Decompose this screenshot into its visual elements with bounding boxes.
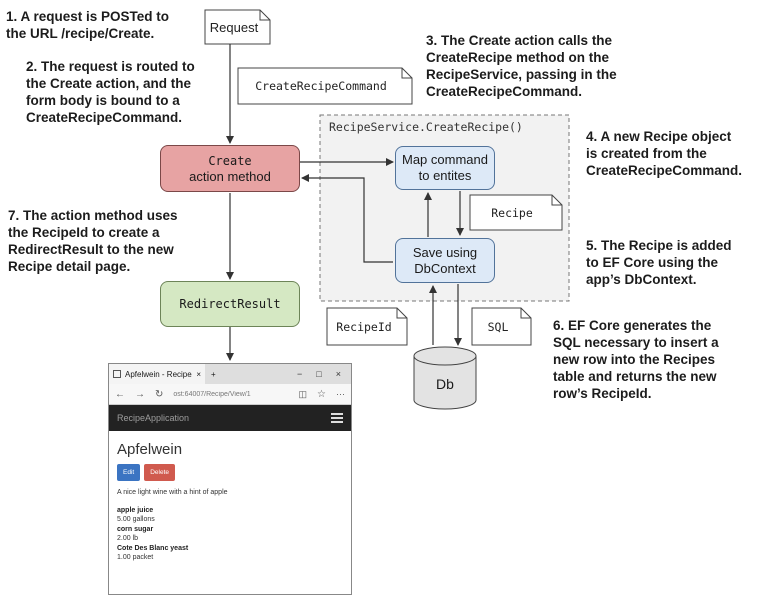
browser-tab[interactable]: Apfelwein - RecipeAppli × xyxy=(109,364,205,384)
recipe-service-label: RecipeService.CreateRecipe() xyxy=(329,120,523,134)
create-recipe-command-doc: CreateRecipeCommand xyxy=(255,79,387,93)
note-step-3: 3. The Create action calls the CreateRec… xyxy=(426,33,617,99)
address-bar-row: ← → ↻ ost:64007/Recipe/View/1 ◫ ☆ ··· xyxy=(109,384,351,405)
note-step-6: 6. EF Core generates the SQL necessary t… xyxy=(553,318,719,401)
note-step-7: 7. The action method uses the RecipeId t… xyxy=(8,208,178,274)
tab-close-icon[interactable]: × xyxy=(196,369,201,379)
favorite-star-icon[interactable]: ☆ xyxy=(317,388,326,400)
map-command-line2: to entites xyxy=(418,168,472,183)
ingredient-amount: 5.00 gallons xyxy=(117,516,155,523)
request-doc-shape xyxy=(204,9,271,45)
save-dbcontext-line2: DbContext xyxy=(414,260,476,276)
note-step-2: 2. The request is routed to the Create a… xyxy=(26,59,195,125)
new-tab-icon[interactable]: + xyxy=(211,369,216,379)
ingredient-name: corn sugar xyxy=(117,526,154,533)
recipe-doc: Recipe xyxy=(491,205,533,220)
action-buttons: Edit Delete xyxy=(117,464,343,481)
reading-view-icon[interactable]: ◫ xyxy=(298,388,308,399)
recipe-doc-shape xyxy=(469,194,563,231)
database-label: Db xyxy=(436,376,454,392)
page-content: Apfelwein Edit Delete A nice light wine … xyxy=(109,431,351,567)
page-favicon-icon xyxy=(113,370,121,378)
ingredient-amount: 1.00 packet xyxy=(117,554,154,561)
window-controls: − □ × xyxy=(297,369,351,379)
note-step-4: 4. A new Recipe object is created from t… xyxy=(586,129,743,178)
maximize-icon[interactable]: □ xyxy=(316,369,322,379)
window-close-icon[interactable]: × xyxy=(335,369,341,379)
minimize-icon[interactable]: − xyxy=(297,369,303,379)
delete-button[interactable]: Delete xyxy=(144,464,175,481)
browser-window: Apfelwein - RecipeAppli × + − □ × ← → ↻ … xyxy=(108,363,352,595)
app-brand-link[interactable]: RecipeApplication xyxy=(117,413,190,423)
note-step-1: 1. A request is POSTed to the URL /recip… xyxy=(6,9,170,41)
refresh-icon[interactable]: ↻ xyxy=(155,388,164,400)
edit-button[interactable]: Edit xyxy=(117,464,141,481)
recipe-id-doc: RecipeId xyxy=(336,319,392,334)
arrow-save-to-create xyxy=(301,174,393,263)
ingredient-amount: 2.00 lb xyxy=(117,535,139,542)
menu-hamburger-icon[interactable] xyxy=(331,413,343,423)
note-step-5: 5. The Recipe is added to EF Core using … xyxy=(586,238,732,287)
sql-doc: SQL xyxy=(487,319,509,334)
ingredient-list: apple juice 5.00 gallons corn sugar 2.00… xyxy=(117,506,343,562)
create-action-line1: Create xyxy=(208,153,252,168)
command-doc-shape xyxy=(237,67,413,105)
create-action-method: Create action method xyxy=(160,145,300,192)
address-field[interactable]: ost:64007/Recipe/View/1 xyxy=(173,390,251,398)
browser-tab-bar: Apfelwein - RecipeAppli × + − □ × xyxy=(109,364,351,384)
app-navbar: RecipeApplication xyxy=(109,405,351,431)
more-options-icon[interactable]: ··· xyxy=(336,389,345,399)
sql-doc-shape xyxy=(471,307,532,346)
forward-icon[interactable]: → xyxy=(135,388,145,400)
save-dbcontext-line1: Save using xyxy=(412,244,478,260)
recipe-heading: Apfelwein xyxy=(117,441,183,458)
create-action-line2: action method xyxy=(189,168,271,184)
ingredient-name: Cote Des Blanc yeast xyxy=(117,545,189,552)
redirect-result: RedirectResult xyxy=(160,281,300,327)
ingredient-name: apple juice xyxy=(117,507,154,514)
recipeid-doc-shape xyxy=(326,307,408,346)
request-doc: Request xyxy=(209,19,259,35)
back-icon[interactable]: ← xyxy=(115,388,125,400)
browser-tab-title: Apfelwein - RecipeAppli xyxy=(125,369,192,379)
map-command-line1: Map command xyxy=(402,152,488,167)
database-cylinder xyxy=(413,346,477,410)
map-command-box: Map command to entites xyxy=(395,146,495,190)
save-dbcontext-box: Save using DbContext xyxy=(395,238,495,283)
recipe-description: A nice light wine with a hint of apple xyxy=(117,489,228,496)
